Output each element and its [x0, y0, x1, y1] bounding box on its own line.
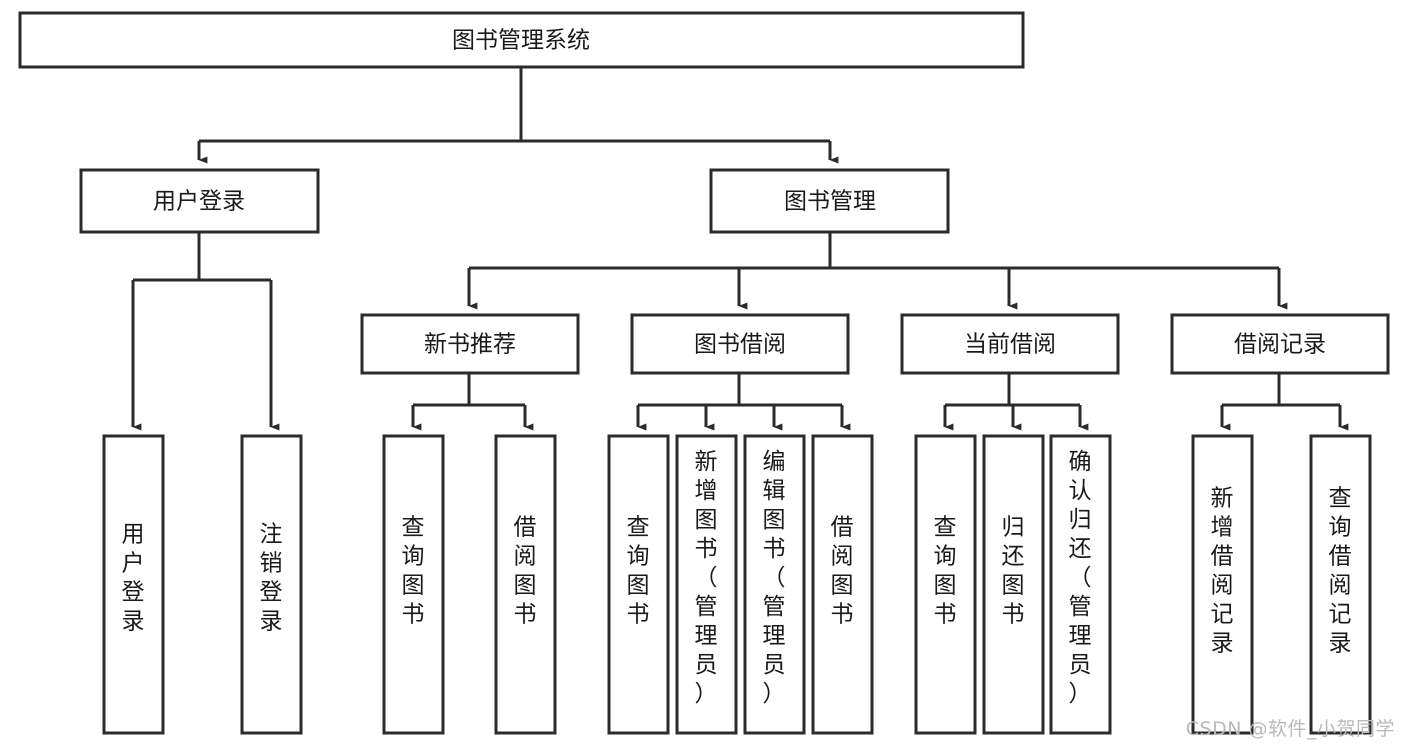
leaf-user-login-1[interactable]: 用户登录: [102, 434, 165, 735]
leaf-current-borrow-1[interactable]: 查询图书: [914, 434, 977, 735]
leaf-book-borrow-1[interactable]: 查询图书: [607, 434, 670, 735]
leaf-current-borrow-3-box[interactable]: [1049, 434, 1112, 735]
connector-group-borrow-record: [1220, 373, 1349, 431]
leaf-user-login-2-label: 注销登录: [260, 522, 283, 635]
leaf-current-borrow-3-label: 确认归还（管理员）: [1069, 449, 1092, 707]
connector-group-user-login: [131, 232, 280, 431]
leaf-book-borrow-2-label: 新增图书（管理员）: [695, 449, 718, 707]
leaf-borrow-record-1-box[interactable]: [1191, 434, 1254, 735]
leaf-new-book-1[interactable]: 查询图书: [382, 434, 445, 735]
leaf-book-borrow-4-label: 借阅图书: [831, 515, 854, 628]
leaf-borrow-record-1-label: 新增借阅记录: [1211, 486, 1234, 657]
leaf-borrow-record-2-label: 查询借阅记录: [1329, 486, 1352, 657]
node-book-borrow[interactable]: 图书借阅: [630, 313, 850, 375]
leaf-user-login-2-box[interactable]: [240, 434, 303, 735]
node-book-management-label: 图书管理: [784, 189, 876, 215]
node-user-login-label: 用户登录: [153, 189, 245, 215]
node-book-management-box[interactable]: [709, 168, 950, 234]
connector-group-new-book: [411, 373, 534, 431]
node-book-borrow-label: 图书借阅: [694, 332, 786, 358]
leaf-new-book-2-box[interactable]: [494, 434, 557, 735]
leaf-borrow-record-1[interactable]: 新增借阅记录: [1191, 434, 1254, 735]
leaf-new-book-2-label: 借阅图书: [514, 515, 537, 628]
node-book-management[interactable]: 图书管理: [709, 168, 950, 234]
node-current-borrow[interactable]: 当前借阅: [900, 313, 1120, 375]
connector-group-current-borrow: [943, 373, 1089, 431]
leaf-current-borrow-2-label: 归还图书: [1002, 515, 1025, 628]
leaf-book-borrow-3[interactable]: 编辑图书（管理员）: [743, 434, 806, 735]
node-root-box[interactable]: [18, 11, 1025, 69]
node-current-borrow-label: 当前借阅: [964, 332, 1056, 358]
node-borrow-record-label: 借阅记录: [1234, 332, 1326, 358]
node-root-label: 图书管理系统: [452, 28, 590, 54]
leaf-current-borrow-2-box[interactable]: [982, 434, 1045, 735]
leaf-user-login-1-box[interactable]: [102, 434, 165, 735]
leaf-book-borrow-3-box[interactable]: [743, 434, 806, 735]
leaf-new-book-1-box[interactable]: [382, 434, 445, 735]
leaf-new-book-1-label: 查询图书: [402, 515, 425, 628]
leaf-book-borrow-2-box[interactable]: [675, 434, 738, 735]
connector-group-book-mgmt: [467, 232, 1288, 310]
leaf-book-borrow-4-box[interactable]: [811, 434, 874, 735]
leaf-borrow-record-2-box[interactable]: [1309, 434, 1372, 735]
csdn-watermark: CSDN @软件_小贺同学: [1185, 718, 1395, 740]
node-current-borrow-box[interactable]: [900, 313, 1120, 375]
leaf-user-login-2[interactable]: 注销登录: [240, 434, 303, 735]
leaf-current-borrow-2[interactable]: 归还图书: [982, 434, 1045, 735]
leaf-book-borrow-4[interactable]: 借阅图书: [811, 434, 874, 735]
node-book-borrow-box[interactable]: [630, 313, 850, 375]
node-user-login-box[interactable]: [79, 168, 320, 234]
leaf-book-borrow-1-label: 查询图书: [627, 515, 650, 628]
connector-group-root: [197, 67, 839, 164]
node-borrow-record[interactable]: 借阅记录: [1170, 313, 1390, 375]
node-new-book-recommend-box[interactable]: [360, 313, 580, 375]
leaf-current-borrow-1-label: 查询图书: [934, 515, 957, 628]
node-borrow-record-box[interactable]: [1170, 313, 1390, 375]
leaf-book-borrow-1-box[interactable]: [607, 434, 670, 735]
leaf-user-login-1-label: 用户登录: [122, 522, 145, 635]
node-new-book-recommend-label: 新书推荐: [424, 332, 516, 358]
leaf-new-book-2[interactable]: 借阅图书: [494, 434, 557, 735]
leaf-current-borrow-1-box[interactable]: [914, 434, 977, 735]
leaf-borrow-record-2[interactable]: 查询借阅记录: [1309, 434, 1372, 735]
node-new-book-recommend[interactable]: 新书推荐: [360, 313, 580, 375]
leaf-current-borrow-3[interactable]: 确认归还（管理员）: [1049, 434, 1112, 735]
node-root[interactable]: 图书管理系统: [18, 11, 1025, 69]
leaf-book-borrow-2[interactable]: 新增图书（管理员）: [675, 434, 738, 735]
node-user-login[interactable]: 用户登录: [79, 168, 320, 234]
leaf-book-borrow-3-label: 编辑图书（管理员）: [763, 449, 786, 707]
connector-group-book-borrow: [636, 373, 851, 431]
